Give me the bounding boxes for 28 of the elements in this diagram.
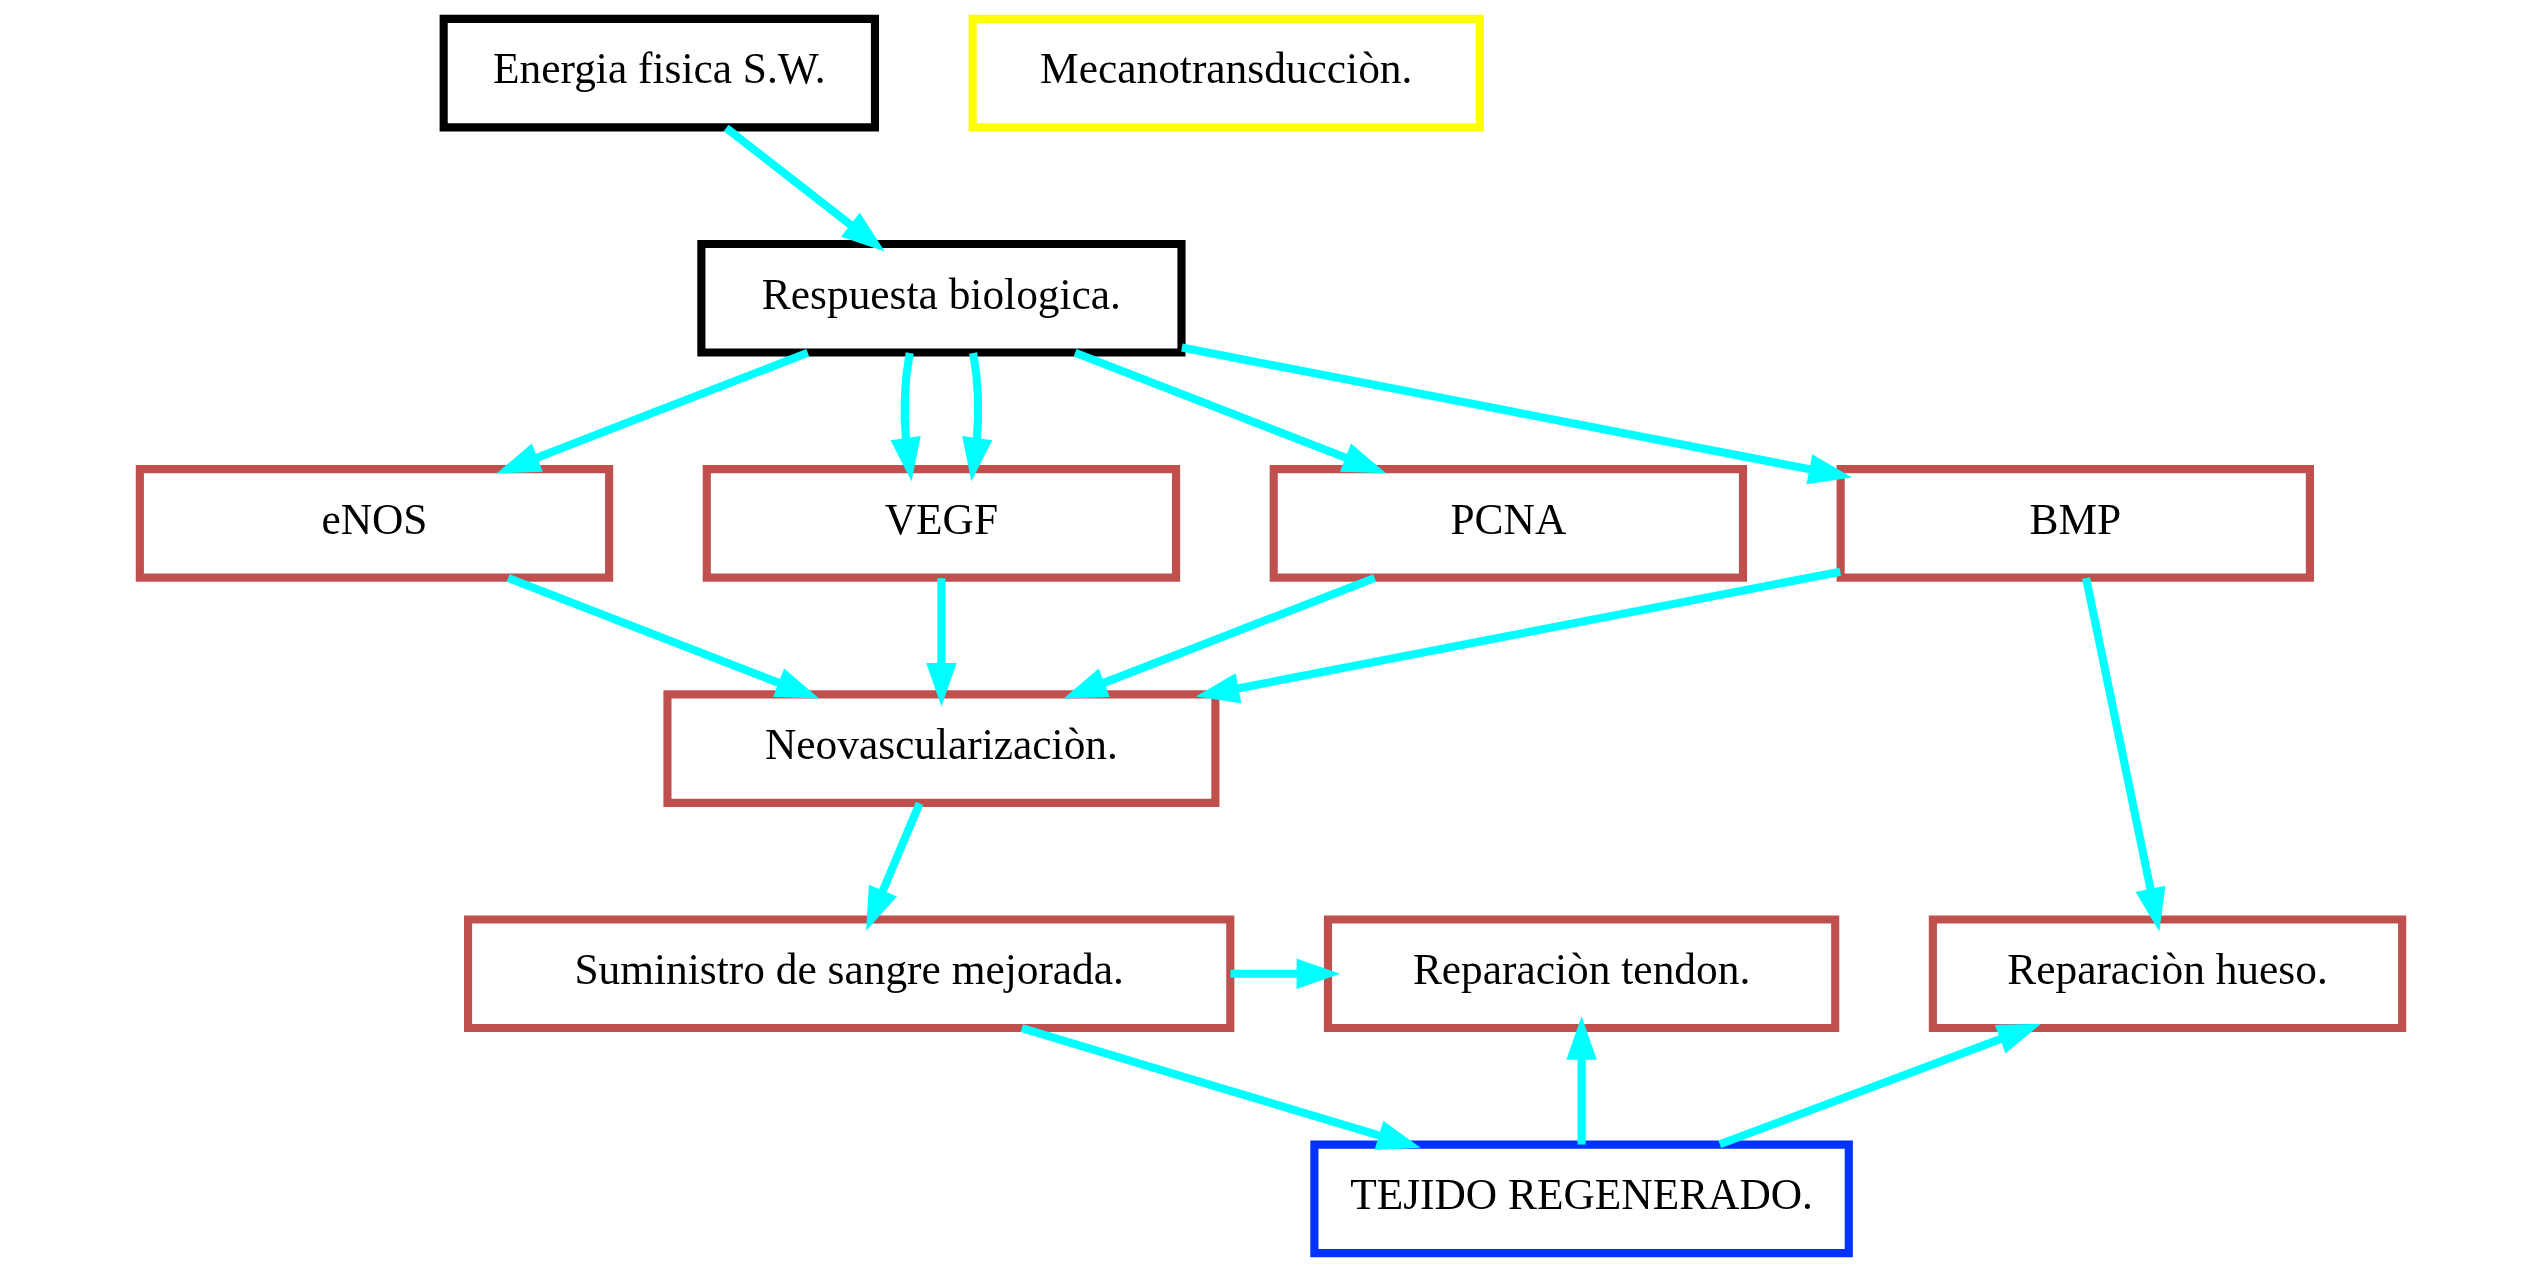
arrow [1181,343,1853,485]
node-box: Reparaciòn hueso. [1928,915,2407,1033]
node-box: Suministro de sangre mejorada. [464,915,1235,1033]
arrow [1073,349,1387,474]
arrow [1566,1016,1597,1145]
arrow [1195,567,1842,704]
arrow [1230,958,1341,989]
node-box: Respuesta biologica. [697,239,1186,357]
arrow [496,349,810,474]
node-box: BMP [1836,465,2314,582]
arrow [890,352,921,482]
arrow [2082,577,2166,932]
arrow [866,801,924,931]
node-box: eNOS [135,465,614,582]
node-box: Reparaciòn tendon. [1323,915,1840,1033]
node-box: Neovascularizaciòn. [663,690,1220,807]
arrow [1063,574,1377,699]
node-box: Energia fisica S.W. [439,14,880,132]
node-box: VEGF [702,465,1181,582]
arrow [1718,1023,2041,1149]
arrow [723,124,885,252]
arrow [1020,1024,1421,1150]
node-box: PCNA [1269,465,1748,582]
arrow [926,578,957,707]
arrow [962,352,993,482]
arrow [506,574,820,699]
node-box: Mecanotransducciòn. [968,14,1484,132]
node-box: TEJIDO REGENERADO. [1310,1140,1853,1258]
